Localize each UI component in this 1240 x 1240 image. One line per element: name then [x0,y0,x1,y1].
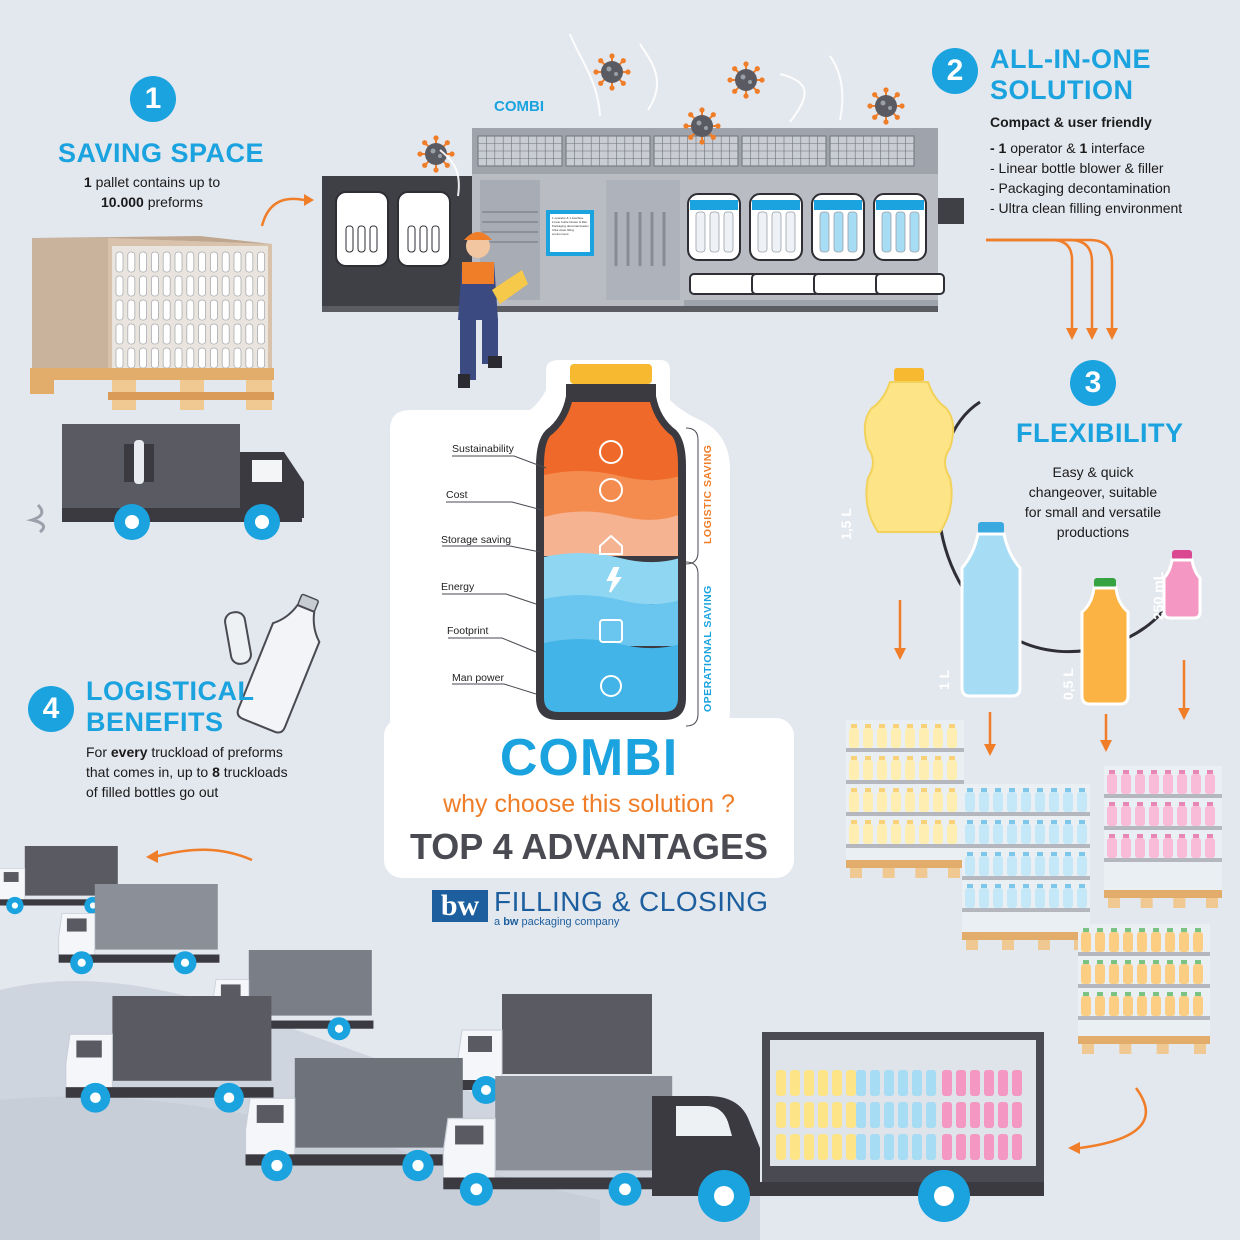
brand-logo-mark: bw [432,890,488,922]
item1-operator: operator & [1006,140,1080,156]
item3: - Packaging decontamination [990,180,1171,196]
preform-truck [26,424,304,540]
section-2-badge: 2 [932,48,978,94]
screen-line-4: Ultra clean filling environment [552,228,575,236]
section-2-title-line2: SOLUTION [990,75,1134,106]
bottle-0-5l [1080,578,1130,706]
center-title: COMBI [499,729,679,787]
item1-one: 1 [1079,140,1088,156]
label-cost: Cost [446,489,468,501]
s3-line2: changeover, suitable [1028,484,1158,500]
screen-line-2: Linear bottle blower & filler [552,220,588,224]
arrow-to-big-truck [1079,1087,1148,1150]
section-4-title-line2: BENEFITS [86,707,224,738]
item2: - Linear bottle blower & filler [990,160,1164,176]
section-4-badge: 4 [28,686,74,732]
bottle-1-5l [863,368,955,533]
s4-truckloads: truckloads [219,764,288,780]
section-1-line1-rest: pallet contains up to [91,174,221,190]
air-flow-lines [439,33,844,197]
s3-line1: Easy & quick [1052,464,1134,480]
section-2-list: - 1 operator & 1 interface - Linear bott… [990,138,1182,218]
s3-line3: for small and versatile [1024,504,1162,520]
s4-eight: 8 [212,764,220,780]
machine-screen: 1 operator & 1 interface Linear bottle b… [552,216,590,236]
label-energy: Energy [441,581,475,593]
s4-comes-in: that comes in, up to [86,764,213,780]
s3-line4: productions [1056,524,1130,540]
section-2-subtitle: Compact & user friendly [990,114,1152,130]
preform-pallet [30,236,274,410]
s4-filled-bottles: of filled bottles go out [86,784,219,800]
machine-label: COMBI [494,98,544,115]
truck-fleet [0,846,675,1206]
section-4-body: For every truckload of preforms that com… [86,742,288,802]
item1-dash-one: - 1 [990,140,1007,156]
bottle-1l [960,522,1022,698]
section-2-title-line1: ALL-IN-ONE [990,44,1151,74]
section-3-body: Easy & quick changeover, suitable for sm… [1010,462,1176,542]
brand-sub: a bw packaging company [494,916,619,928]
section-3-badge: 3 [1070,360,1116,406]
item1-interface: interface [1087,140,1145,156]
wrapped-pallets [846,720,1222,1054]
bottle-250ml [1162,550,1202,620]
size-label-1-5l: 1,5 L [838,508,854,540]
virus-icons [417,53,905,173]
brand-sub-a: a [494,916,504,928]
machine-windows [345,193,945,295]
size-label-1l: 1 L [936,669,952,690]
brand-name: FILLING & CLOSING [494,886,769,917]
screen-line-1: 1 operator & 1 interface [552,216,584,220]
label-storage-saving: Storage saving [441,534,512,546]
section-4-title: LOGISTICAL BENEFITS [86,676,255,738]
center-subtitle: why choose this solution ? [443,790,735,818]
s4-for: For [86,744,111,760]
label-sustainability: Sustainability [452,443,514,455]
arrow-to-trucks [157,848,253,862]
center-tagline: TOP 4 ADVANTAGES [409,826,769,867]
screen-line-3: Packaging decontamination [552,224,589,228]
preform-and-bottle [224,593,321,734]
center-bottle [442,364,699,727]
operational-saving-label: OPERATIONAL SAVING [702,585,714,712]
logistic-saving-label: LOGISTIC SAVING [702,444,714,544]
section-3-title: FLEXIBILITY [1016,418,1184,448]
big-delivery-truck [652,1032,1044,1222]
road-shadow-2 [0,1096,600,1240]
arrows-to-pallets [898,600,1186,744]
section-1-body: 1 pallet contains up to 10.000 preforms [60,172,244,212]
section-1-title: SAVING SPACE [58,138,265,168]
operator-figure [458,232,528,388]
brand-sub-bw: bw [503,916,519,928]
section-4-title-line1: LOGISTICAL [86,676,255,706]
arrows-to-flexibility [986,238,1114,328]
s4-truckload: truckload of preforms [147,744,283,760]
label-man-power: Man power [452,672,504,684]
section-1-line2-rest: preforms [143,194,203,210]
section-1-line2-bold: 10.000 [101,194,144,210]
item4: - Ultra clean filling environment [990,200,1183,216]
section-2-title: ALL-IN-ONE SOLUTION [990,44,1151,106]
size-label-250ml: 250 mL [1150,571,1166,620]
arrow-to-machine [260,197,305,227]
section-1-badge: 1 [130,76,176,122]
s4-every: every [110,744,148,760]
section-1-line1-bold: 1 [83,174,92,190]
brand-sub-b: packaging company [518,916,620,928]
size-label-0-5l: 0,5 L [1060,668,1076,700]
label-footprint: Footprint [447,625,489,637]
